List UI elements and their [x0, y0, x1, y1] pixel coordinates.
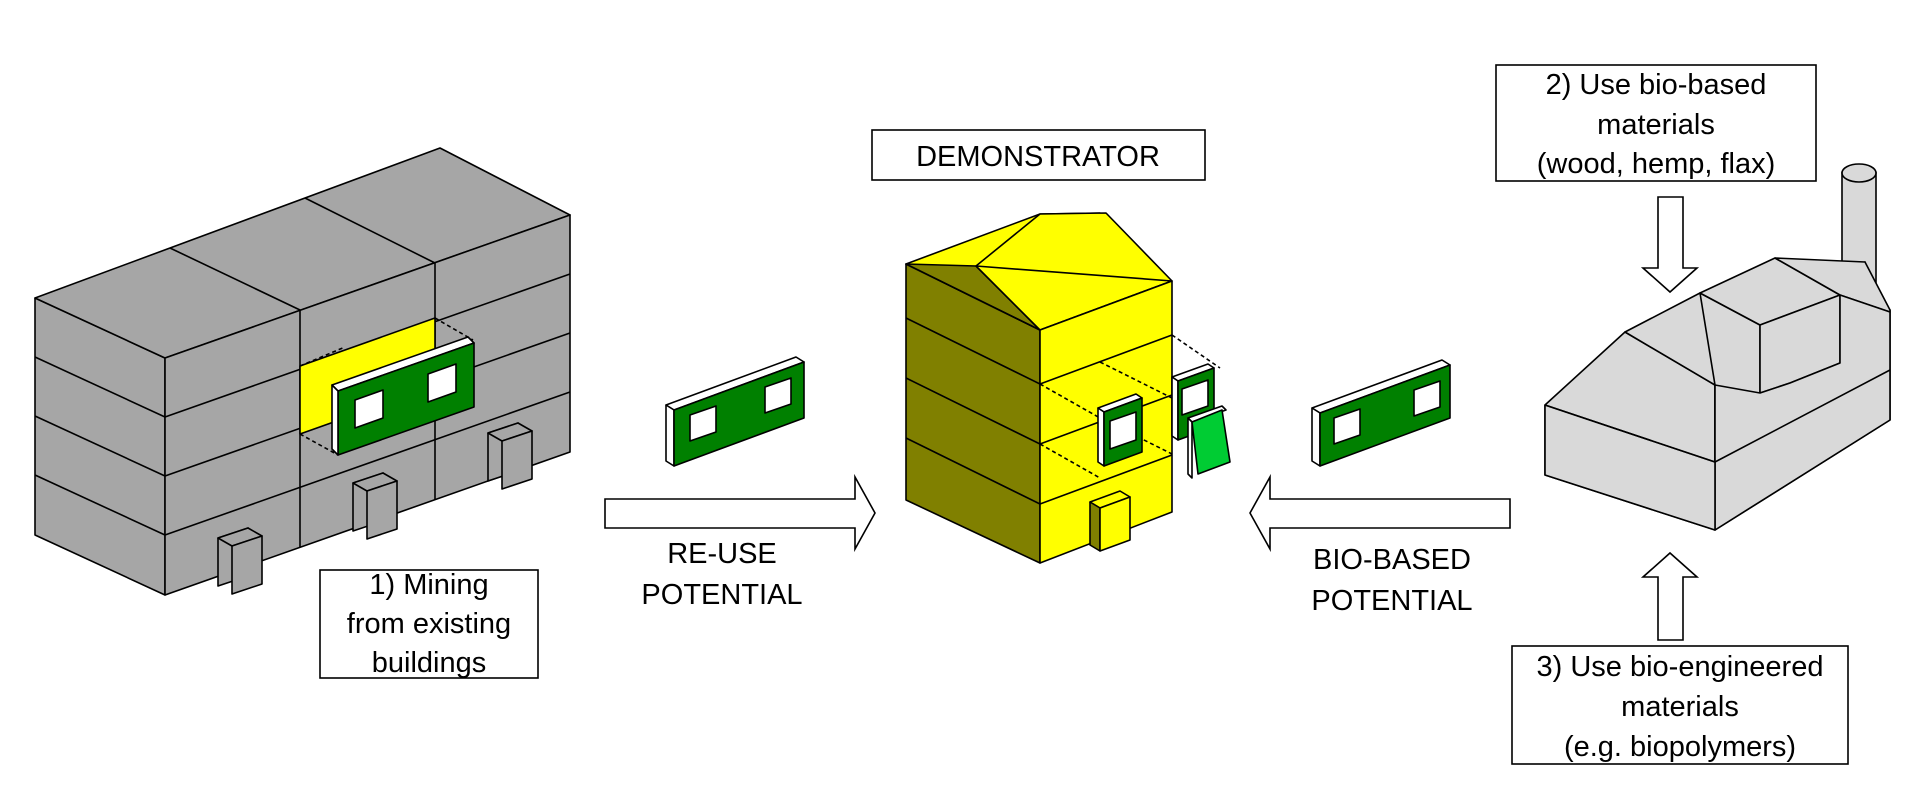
demonstrator-building [905, 212, 1231, 564]
bio-engineered-line-2: materials [1621, 691, 1739, 723]
down-arrow [1640, 196, 1700, 294]
reuse-label-line-2: POTENTIAL [641, 579, 802, 611]
reuse-label-line-1: RE-USE [667, 538, 777, 570]
biobased-panel [1311, 359, 1451, 467]
reused-panel [665, 356, 805, 467]
mining-label-box: 1) Mining from existing buildings [319, 569, 539, 679]
biobased-label-line-2: POTENTIAL [1311, 585, 1472, 617]
existing-building [34, 147, 571, 596]
bio-engineered-line-3: (e.g. biopolymers) [1564, 731, 1796, 763]
bio-engineered-line-1: 3) Use bio-engineered [1537, 651, 1824, 683]
mining-label-line-3: buildings [372, 647, 486, 679]
bio-based-materials-line-2: materials [1597, 109, 1715, 141]
biobased-label-line-1: BIO-BASED [1313, 544, 1471, 576]
bio-based-materials-label-box: 2) Use bio-based materials (wood, hemp, … [1495, 64, 1817, 182]
biobased-arrow [1249, 473, 1511, 553]
mining-label-line-2: from existing [347, 608, 511, 640]
bio-based-materials-line-1: 2) Use bio-based [1546, 69, 1767, 101]
up-arrow [1640, 551, 1700, 641]
demonstrator-label: DEMONSTRATOR [916, 141, 1160, 173]
bio-engineered-label-box: 3) Use bio-engineered materials (e.g. bi… [1511, 645, 1849, 765]
factory [1544, 163, 1891, 531]
bio-based-materials-line-3: (wood, hemp, flax) [1537, 148, 1776, 180]
reuse-arrow [604, 473, 876, 553]
demonstrator-label-box: DEMONSTRATOR [871, 129, 1206, 181]
mining-label-line-1: 1) Mining [369, 569, 488, 601]
